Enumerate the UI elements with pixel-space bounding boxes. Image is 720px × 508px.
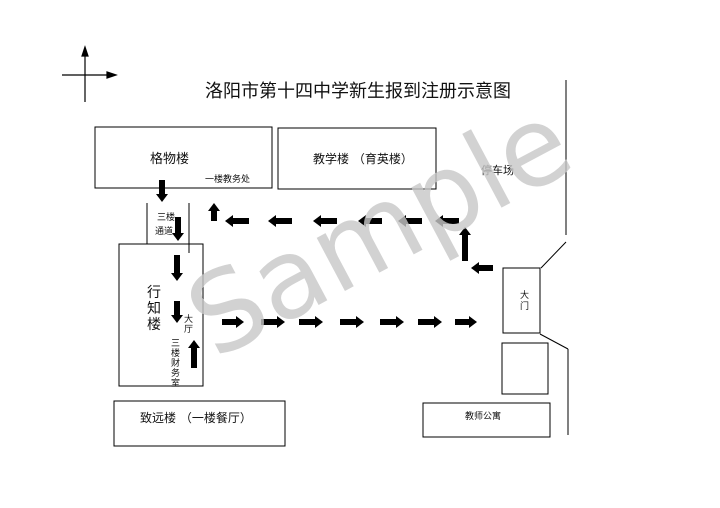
passage-label: 三楼 <box>157 211 175 223</box>
gate-room <box>501 342 549 395</box>
hall-label: 大 <box>184 313 193 325</box>
finance-office-label: 三 楼 财 务 室 <box>171 339 180 389</box>
gewu-building <box>94 126 273 189</box>
jiaoxue-label: 教学楼 （育英楼） <box>313 151 413 166</box>
teacher-apartment <box>422 402 551 438</box>
arrow-down-icon <box>156 180 168 202</box>
arrow-left-icon <box>398 215 422 227</box>
arrow-up-icon <box>188 340 200 368</box>
zhiyuan-building <box>113 400 286 447</box>
main-gate <box>502 267 541 334</box>
arrow-down-icon <box>172 217 184 241</box>
parking-label: 停车场 <box>481 163 514 177</box>
arrow-down-icon <box>171 301 183 323</box>
arrow-right-icon <box>380 316 404 328</box>
watermark: Sample <box>167 76 591 383</box>
arrow-up-icon <box>459 227 471 261</box>
arrow-left-icon <box>471 262 493 274</box>
arrow-down-icon <box>171 255 183 281</box>
arrow-right-icon <box>222 316 244 328</box>
jiaowuchu-label: 一楼教务处 <box>205 173 250 185</box>
svg-text:财: 财 <box>171 357 180 369</box>
arrow-right-icon <box>455 316 477 328</box>
arrow-right-icon <box>261 316 285 328</box>
arrow-left-icon <box>268 215 292 227</box>
gate-label: 大 <box>520 289 529 301</box>
hall-label: 厅 <box>184 324 193 335</box>
arrow-up-icon <box>208 203 220 221</box>
arrow-right-icon <box>340 316 364 328</box>
arrow-left-icon <box>358 215 382 227</box>
route-arrows <box>156 180 493 368</box>
xingzhi-label: 楼 <box>147 317 161 333</box>
arrow-left-icon <box>313 215 337 227</box>
arrow-left-icon <box>225 215 249 227</box>
xingzhi-label: 知 <box>147 300 161 317</box>
arrow-right-icon <box>418 316 442 328</box>
gate-label: 门 <box>520 300 529 312</box>
zhiyuan-label: 致远楼 （一楼餐厅） <box>140 410 252 425</box>
map-title: 洛阳市第十四中学新生报到注册示意图 <box>205 81 511 102</box>
xingzhi-building <box>118 243 204 387</box>
svg-text:三: 三 <box>171 339 180 349</box>
boundary-wall <box>540 241 567 269</box>
passage-label: 通道 <box>155 225 173 237</box>
boundary-wall <box>539 333 569 350</box>
xingzhi-label: 行 <box>147 285 161 301</box>
svg-text:室: 室 <box>171 377 180 389</box>
svg-text:务: 务 <box>171 367 180 379</box>
arrow-left-icon <box>435 215 459 227</box>
arrow-right-icon <box>299 316 323 328</box>
jiaoxue-building <box>277 127 437 190</box>
compass-icon <box>62 45 118 102</box>
svg-text:楼: 楼 <box>171 347 180 359</box>
gewu-label: 格物楼 <box>150 151 189 167</box>
apartment-label: 教师公寓 <box>465 410 501 422</box>
